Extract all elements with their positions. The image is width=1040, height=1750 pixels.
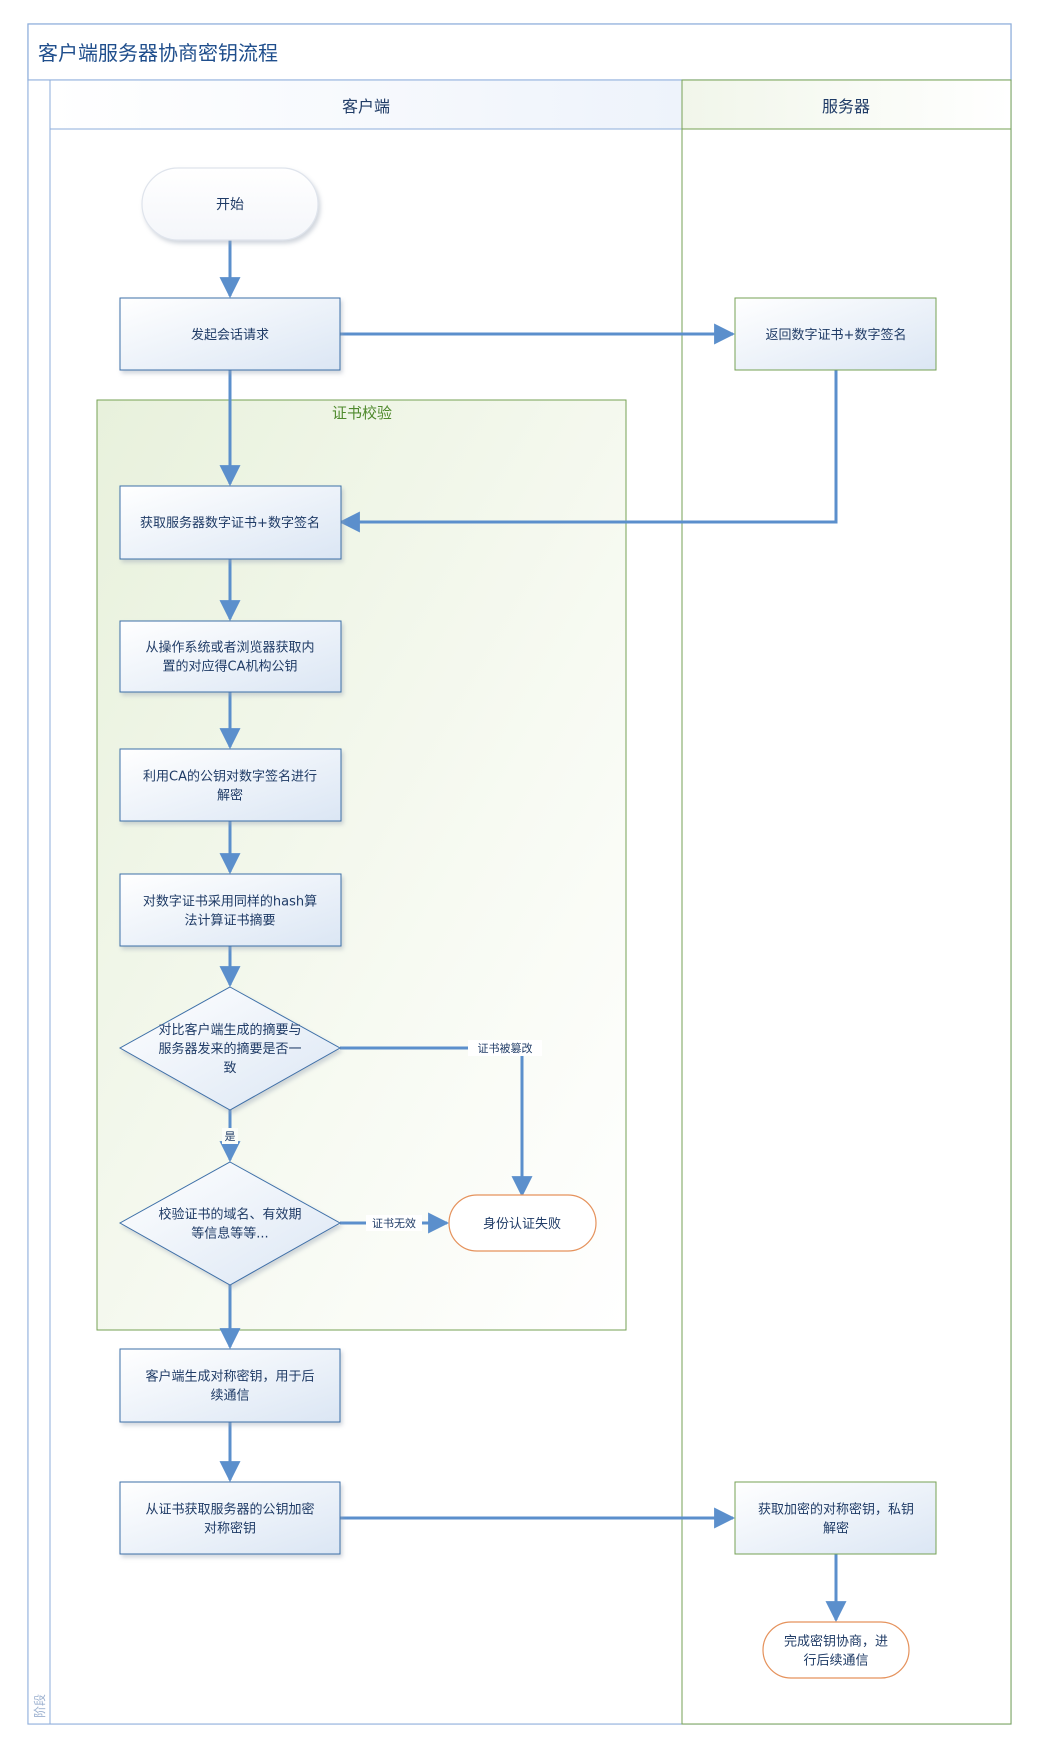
server-lane-title: 服务器: [822, 97, 870, 116]
node-verify-cert-info-text: 校验证书的域名、有效期等信息等等...: [158, 1207, 301, 1242]
node-auth-failed-text-line: 身份认证失败: [483, 1216, 561, 1232]
node-gen-symmetric-key-text-line: 客户端生成对称密钥，用于后: [145, 1369, 314, 1385]
node-verify-cert-info-text-line: 等信息等等...: [191, 1226, 268, 1242]
node-compare-digest-text-line: 对比客户端生成的摘要与: [158, 1022, 301, 1038]
node-return-cert-text: 返回数字证书+数字签名: [766, 327, 907, 343]
node-get-server-cert: [119, 485, 342, 560]
node-compute-digest-text-line: 法计算证书摘要: [184, 913, 275, 929]
client-lane-title: 客户端: [342, 97, 390, 116]
node-compare-digest: [118, 986, 342, 1111]
diagram-title: 客户端服务器协商密钥流程: [38, 41, 278, 65]
edge-label-tampered: 证书被篡改: [478, 1041, 533, 1055]
node-complete-text-line: 行后续通信: [803, 1654, 868, 1669]
node-server-decrypt-text-line: 解密: [823, 1521, 849, 1537]
node-return-cert: [734, 297, 937, 371]
node-compute-digest-text-line: 对数字证书采用同样的hash算: [143, 894, 317, 910]
node-get-ca-key: [119, 620, 342, 693]
node-start: [141, 167, 319, 241]
node-initiate-session-text-line: 发起会话请求: [191, 327, 269, 343]
node-encrypt-symmetric-key-text-line: 从证书获取服务器的公钥加密: [145, 1502, 314, 1518]
node-verify-cert-info: [118, 1161, 342, 1286]
node-compare-digest-text-line: 服务器发来的摘要是否一: [158, 1041, 301, 1057]
cert-verify-group-label: 证书校验: [332, 404, 392, 422]
node-verify-cert-info-text-line: 校验证书的域名、有效期: [158, 1207, 301, 1223]
node-auth-failed: [448, 1194, 597, 1252]
node-return-cert-text-line: 返回数字证书+数字签名: [766, 327, 907, 343]
node-initiate-session: [119, 297, 341, 371]
node-compare-digest-text-line: 致: [223, 1061, 236, 1076]
title-bar: [27, 23, 1012, 81]
client-lane-header: [49, 79, 683, 130]
node-gen-symmetric-key: [119, 1348, 341, 1423]
node-get-server-cert-text-line: 获取服务器数字证书+数字签名: [140, 515, 320, 531]
node-start-label: 开始: [216, 197, 244, 213]
node-decrypt-signature-text-line: 利用CA的公钥对数字签名进行: [143, 769, 317, 785]
node-get-server-cert-text: 获取服务器数字证书+数字签名: [140, 515, 320, 531]
node-get-ca-key-text-line: 从操作系统或者浏览器获取内: [145, 640, 314, 656]
node-compute-digest: [119, 873, 342, 947]
node-get-ca-key-text-line: 置的对应得CA机构公钥: [163, 659, 298, 675]
node-gen-symmetric-key-text-line: 续通信: [210, 1389, 249, 1404]
node-server-decrypt-text-line: 获取加密的对称密钥，私钥: [758, 1502, 914, 1518]
server-lane-header: [681, 79, 1012, 130]
node-decrypt-signature: [119, 748, 342, 822]
node-encrypt-symmetric-key-text-line: 对称密钥: [204, 1521, 256, 1537]
node-encrypt-symmetric-key: [119, 1481, 341, 1555]
edge-return-to-getcert: [338, 370, 838, 533]
node-initiate-session-text: 发起会话请求: [191, 327, 269, 343]
phase-column: [27, 79, 51, 1725]
phase-label: 阶段: [32, 1694, 47, 1718]
edge-label-yes: 是: [225, 1130, 236, 1143]
node-decrypt-signature-text-line: 解密: [217, 788, 243, 804]
node-server-decrypt: [734, 1481, 937, 1555]
node-complete: [762, 1621, 910, 1679]
node-complete-text-line: 完成密钥协商，进: [784, 1634, 888, 1650]
edge-label-invalid: 证书无效: [372, 1216, 416, 1230]
node-auth-failed-text: 身份认证失败: [483, 1216, 561, 1232]
